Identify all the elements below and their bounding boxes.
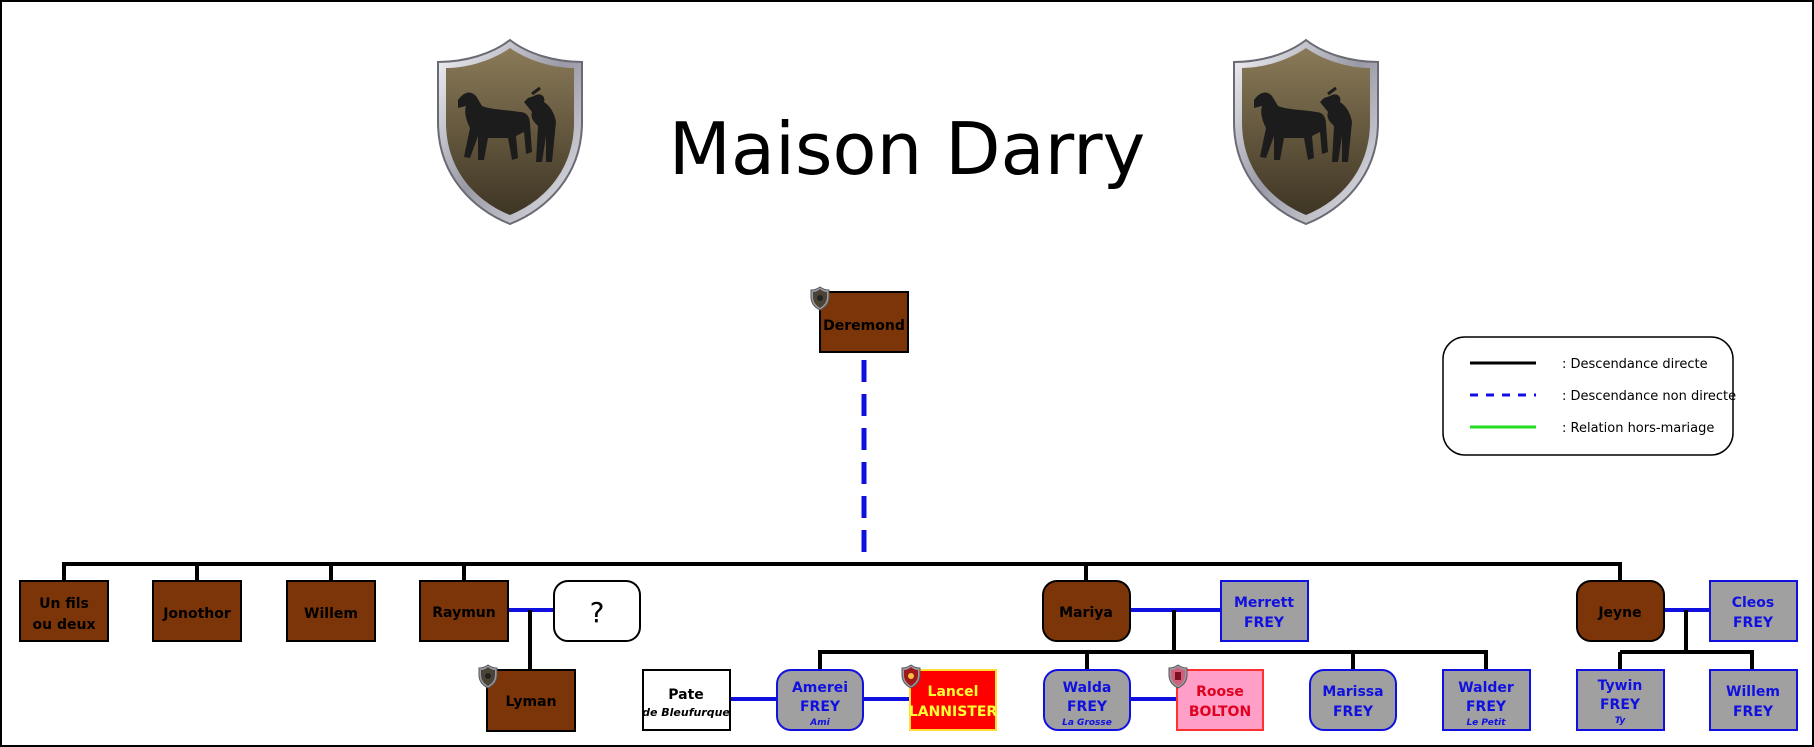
lines (62, 360, 1754, 701)
person-raymun[interactable]: Raymun (419, 580, 509, 642)
svg-text:Tywin: Tywin (1598, 678, 1643, 694)
svg-text:LANNISTER: LANNISTER (909, 704, 998, 720)
person-walda-frey[interactable]: Walda FREY La Grosse (1043, 669, 1131, 731)
svg-text:Pate: Pate (668, 687, 704, 703)
svg-text:ou deux: ou deux (33, 617, 96, 633)
svg-text:Walda: Walda (1063, 680, 1112, 696)
svg-text:Raymun: Raymun (432, 605, 495, 621)
svg-text:Ami: Ami (809, 718, 830, 728)
svg-text:Willem: Willem (304, 606, 358, 622)
horse-and-man-shield-icon (1232, 38, 1380, 226)
person-lancel-lannister[interactable]: Lancel LANNISTER (901, 664, 998, 731)
svg-text:Deremond: Deremond (823, 318, 905, 334)
svg-text:FREY: FREY (1600, 697, 1641, 713)
svg-text:FREY: FREY (1333, 704, 1374, 720)
svg-text:Mariya: Mariya (1059, 605, 1113, 621)
svg-text:de Bleufurque: de Bleufurque (642, 706, 730, 719)
svg-text:La Grosse: La Grosse (1062, 718, 1112, 728)
page-title: Maison Darry (669, 107, 1145, 191)
svg-text:Lancel: Lancel (928, 684, 979, 700)
person-lyman[interactable]: Lyman (478, 664, 576, 732)
person-unknown-spouse[interactable]: ? (553, 580, 641, 642)
svg-text:Marissa: Marissa (1322, 684, 1383, 700)
svg-text:Amerei: Amerei (792, 680, 848, 696)
legend-extramarital-label: : Relation hors-mariage (1562, 421, 1714, 436)
svg-text:FREY: FREY (1466, 699, 1507, 715)
svg-text:Un fils: Un fils (39, 596, 89, 612)
person-un-fils[interactable]: Un fils ou deux (19, 580, 109, 642)
svg-text:Merrett: Merrett (1234, 595, 1294, 611)
svg-text:FREY: FREY (800, 699, 841, 715)
svg-text:Roose: Roose (1196, 684, 1244, 700)
nodes: Deremond Un fils ou deux Jonothor Willem… (19, 286, 1798, 732)
person-jeyne[interactable]: Jeyne (1576, 580, 1665, 642)
person-tywin-frey[interactable]: Tywin FREY Ty (1576, 669, 1665, 731)
legend-direct-label: : Descendance directe (1562, 357, 1708, 372)
person-mariya[interactable]: Mariya (1042, 580, 1131, 642)
svg-text:FREY: FREY (1733, 615, 1774, 631)
svg-text:Cleos: Cleos (1732, 595, 1775, 611)
svg-text:BOLTON: BOLTON (1189, 704, 1251, 720)
svg-text:Willem: Willem (1726, 684, 1780, 700)
horse-and-man-shield-icon (436, 38, 584, 226)
person-amerei-frey[interactable]: Amerei FREY Ami (776, 669, 864, 731)
person-walder-frey[interactable]: Walder FREY Le Petit (1442, 669, 1531, 731)
svg-text:Ty: Ty (1615, 716, 1627, 726)
svg-text:Jeyne: Jeyne (1597, 605, 1641, 621)
person-willem-darry[interactable]: Willem (286, 580, 376, 642)
svg-text:FREY: FREY (1733, 704, 1774, 720)
person-marissa-frey[interactable]: Marissa FREY (1309, 669, 1397, 731)
person-jonothor[interactable]: Jonothor (152, 580, 242, 642)
svg-text:?: ? (590, 596, 605, 629)
svg-text:Walder: Walder (1458, 680, 1514, 696)
person-pate[interactable]: Pate de Bleufurque (642, 669, 731, 731)
person-roose-bolton[interactable]: Roose BOLTON (1168, 664, 1264, 731)
legend-indirect-label: : Descendance non directe (1562, 389, 1736, 404)
person-willem-frey[interactable]: Willem FREY (1709, 669, 1798, 731)
legend: : Descendance directe : Descendance non … (1442, 336, 1736, 456)
person-merrett-frey[interactable]: Merrett FREY (1220, 580, 1309, 642)
svg-text:Jonothor: Jonothor (162, 606, 231, 622)
svg-text:FREY: FREY (1244, 615, 1285, 631)
svg-text:FREY: FREY (1067, 699, 1108, 715)
person-cleos-frey[interactable]: Cleos FREY (1709, 580, 1798, 642)
svg-text:Le Petit: Le Petit (1466, 718, 1506, 728)
person-deremond[interactable]: Deremond (810, 286, 909, 353)
svg-text:Lyman: Lyman (505, 694, 556, 710)
